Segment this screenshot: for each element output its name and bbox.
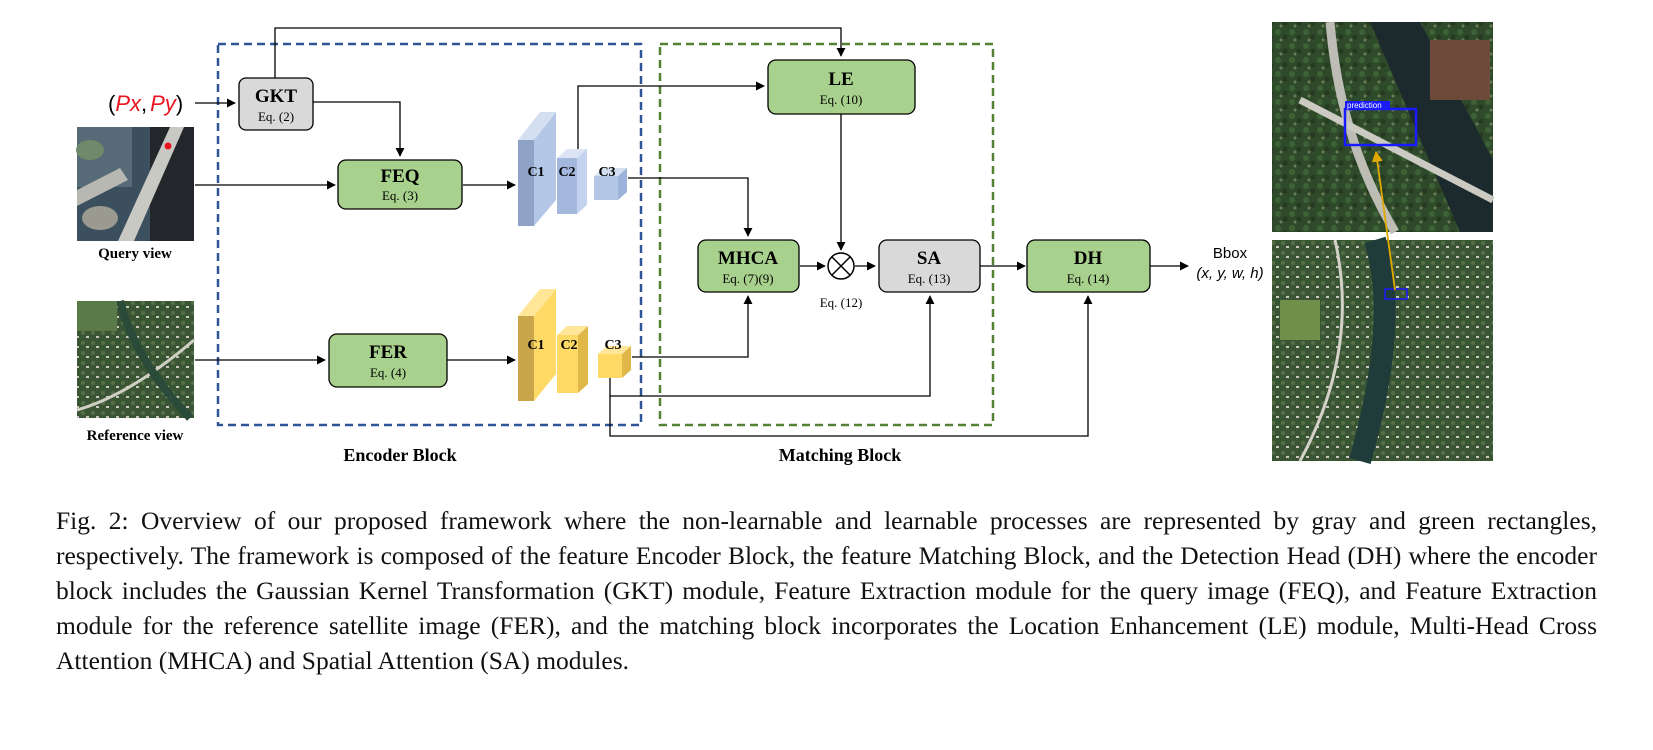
reference-c3-cube: C3: [598, 338, 631, 378]
fer-eq: Eq. (4): [370, 365, 406, 380]
dh-module: DH Eq. (14): [1026, 239, 1151, 293]
arrow-gkt-to-le: [274, 27, 846, 78]
svg-text:C2: C2: [558, 165, 575, 180]
prediction-label: prediction: [1347, 101, 1382, 110]
mhca-module: MHCA Eq. (7)(9): [697, 239, 800, 293]
dh-title: DH: [1074, 248, 1103, 269]
arrow-c2-to-le: [577, 81, 765, 150]
reference-c1-cube: C1: [518, 289, 556, 401]
feq-eq: Eq. (3): [382, 188, 418, 203]
reference-result-image: [1272, 236, 1493, 465]
query-c1-cube: C1: [518, 112, 556, 226]
gkt-module: GKT Eq. (2): [238, 77, 314, 131]
query-view-label: Query view: [98, 246, 172, 262]
query-view-image: [76, 127, 194, 241]
reference-view-image: [76, 300, 195, 421]
arrow-refc3-to-sa: [609, 295, 935, 397]
encoder-block-label: Encoder Block: [343, 445, 456, 465]
matching-block-outline: [658, 42, 995, 427]
fer-module: FER Eq. (4): [328, 333, 448, 388]
reference-view-label: Reference view: [87, 428, 184, 444]
encoder-block-outline: [216, 42, 643, 427]
bbox-value: (x, y, w, h): [1196, 265, 1263, 282]
sa-module: SA Eq. (13): [878, 239, 981, 293]
gkt-eq: Eq. (2): [258, 109, 294, 124]
multiply-eq: Eq. (12): [820, 295, 863, 310]
svg-text:C3: C3: [598, 165, 615, 180]
connectors: [195, 27, 1189, 437]
matching-block-label: Matching Block: [779, 445, 902, 465]
svg-text:C1: C1: [527, 338, 544, 353]
framework-diagram: (Px,Py) Query view Reference view GKT Eq…: [76, 21, 1495, 465]
arrow-refc3-to-dh: [609, 295, 1093, 437]
svg-text:C3: C3: [604, 338, 621, 353]
feq-title: FEQ: [380, 166, 419, 187]
fer-title: FER: [369, 342, 407, 363]
mhca-eq: Eq. (7)(9): [722, 271, 773, 286]
le-eq: Eq. (10): [820, 92, 863, 107]
query-feature-maps: C1 C2 C3: [518, 112, 627, 226]
reference-c2-cube: C2: [557, 326, 588, 393]
query-c3-cube: C3: [594, 165, 627, 200]
reference-feature-maps: C1 C2 C3: [518, 289, 631, 401]
query-c2-cube: C2: [557, 149, 587, 214]
feq-module: FEQ Eq. (3): [337, 159, 463, 210]
gkt-title: GKT: [255, 86, 298, 107]
svg-text:C1: C1: [527, 165, 544, 180]
svg-text:C2: C2: [560, 338, 577, 353]
le-module: LE Eq. (10): [767, 59, 916, 115]
mhca-title: MHCA: [718, 248, 778, 269]
bbox-title: Bbox: [1213, 245, 1248, 262]
dh-eq: Eq. (14): [1067, 271, 1110, 286]
sa-title: SA: [917, 248, 942, 269]
multiply-operator: [827, 252, 855, 280]
sa-eq: Eq. (13): [908, 271, 951, 286]
le-title: LE: [828, 69, 853, 90]
arrow-refc3-to-mhca: [632, 295, 753, 358]
correspondence-arrow: [1371, 150, 1396, 291]
query-point-marker: [164, 142, 172, 150]
input-point-label: (Px,Py): [108, 91, 183, 116]
arrow-c3-to-mhca: [628, 177, 753, 237]
figure-caption: Fig. 2: Overview of our proposed framewo…: [56, 506, 1597, 675]
arrow-gkt-to-feq: [313, 101, 405, 157]
